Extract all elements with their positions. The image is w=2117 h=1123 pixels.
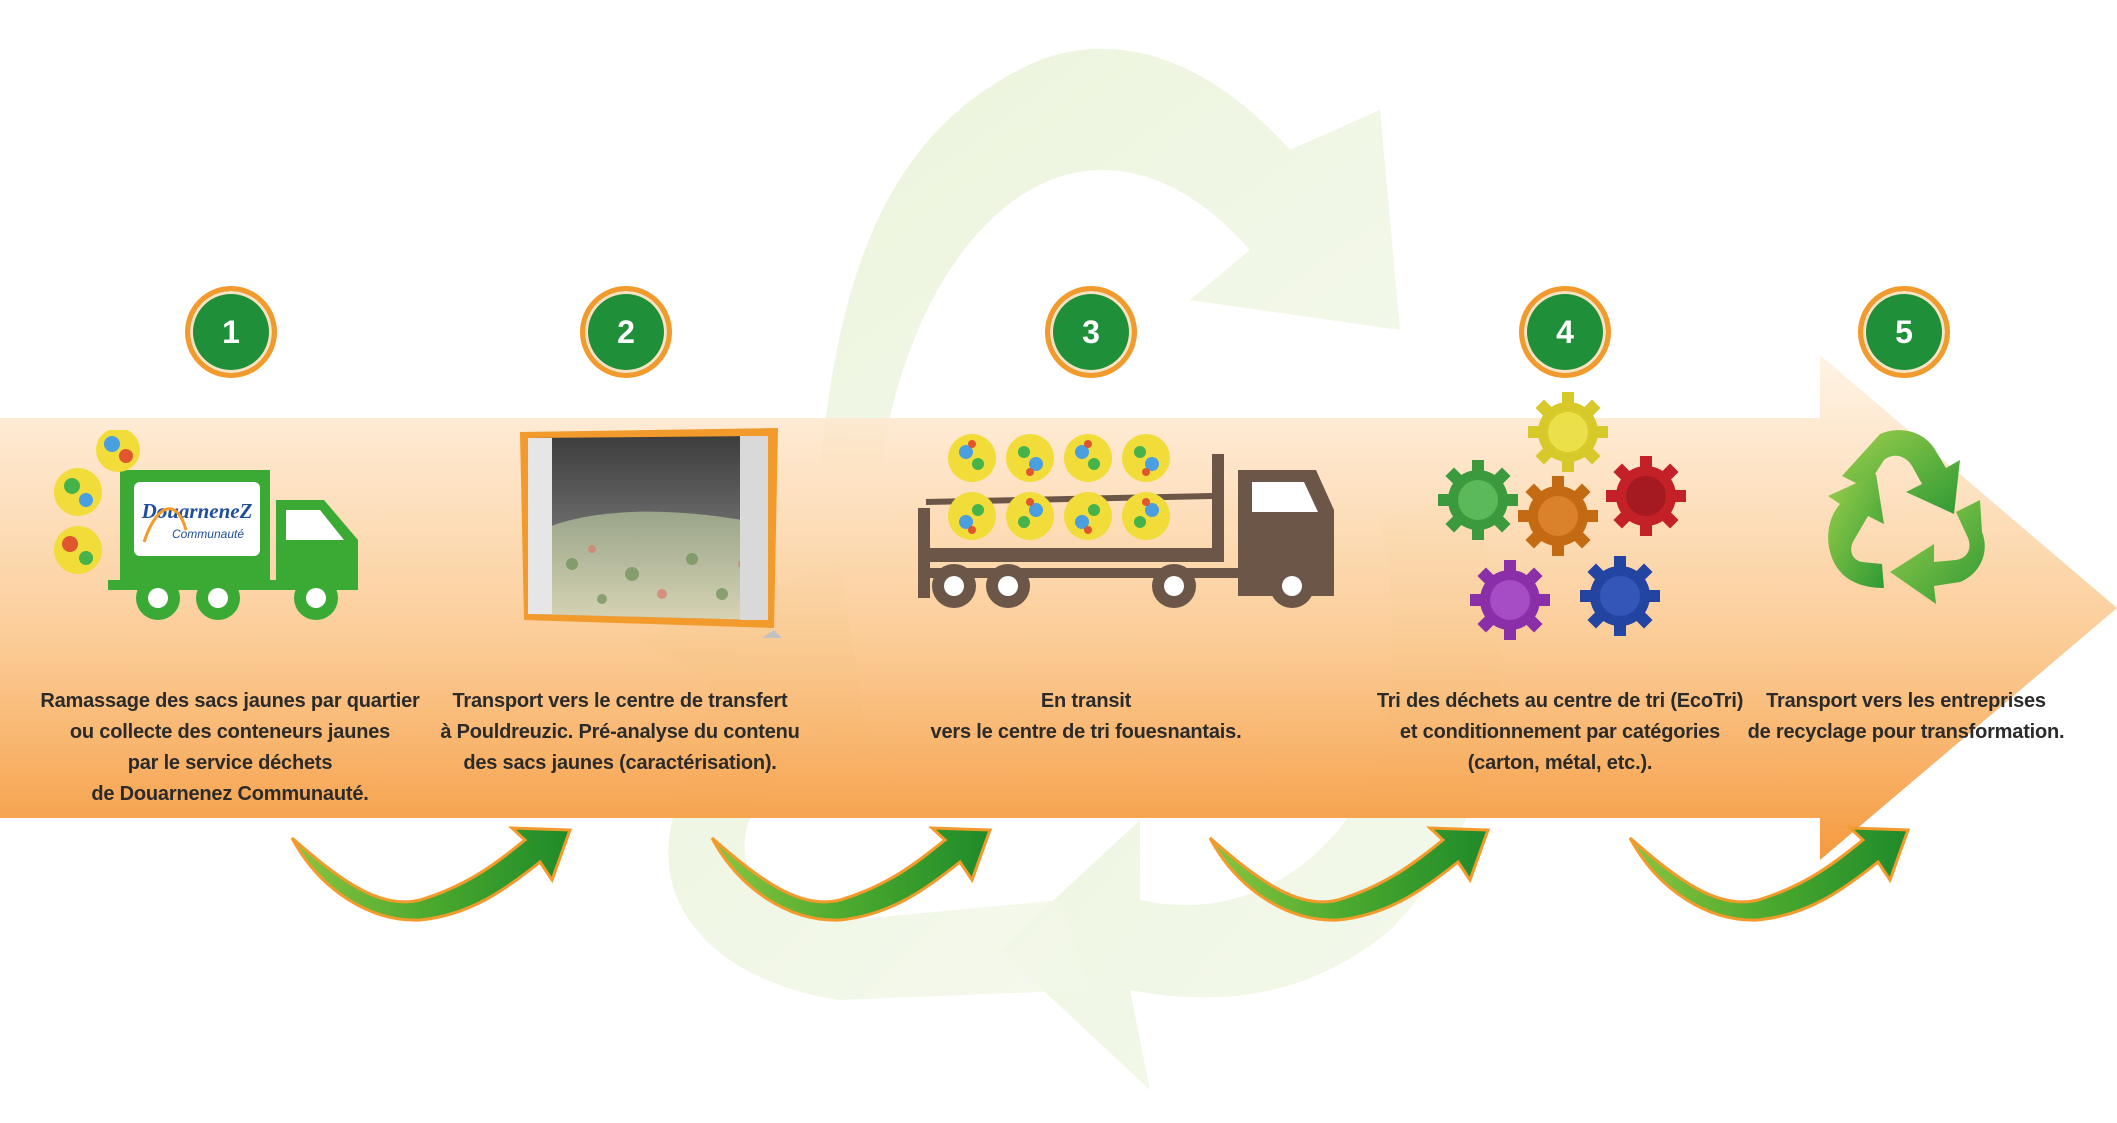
yellow-bags-icon: [54, 430, 140, 574]
collection-truck-icon: DouarneneZ Communauté: [54, 430, 358, 620]
step-number-badge: 2: [580, 286, 672, 378]
recycle-icon: [1828, 430, 1985, 604]
step-text-line: vers le centre de tri fouesnantais.: [930, 721, 1242, 743]
step-text-line: Transport vers le centre de transfert: [452, 690, 788, 712]
curved-arrow-icon: [1628, 826, 1911, 922]
step-text-line: à Pouldreuzic. Pré-analyse du contenu: [440, 721, 800, 743]
step-number-badge: 1: [185, 286, 277, 378]
logo-subtext: Communauté: [172, 527, 244, 541]
transfer-center-photo: [520, 428, 782, 638]
step-description: Transport vers le centre de transfert à …: [430, 686, 810, 779]
step-number-badge: 3: [1045, 286, 1137, 378]
step-text-line: par le service déchets: [127, 752, 333, 774]
curved-arrow-icon: [290, 826, 573, 922]
step-text-line: Transport vers les entreprises: [1766, 690, 2046, 712]
red-gear-icon: [1606, 456, 1686, 536]
step-text-line: et conditionnement par catégories: [1399, 721, 1721, 743]
step-text-line: (carton, métal, etc.).: [1467, 752, 1653, 774]
step-text-line: ou collecte des conteneurs jaunes: [69, 721, 391, 743]
purple-gear-icon: [1470, 560, 1550, 640]
logo-text: DouarneneZ: [141, 499, 253, 523]
step-text-line: de Douarnenez Communauté.: [91, 783, 369, 805]
step-description: Transport vers les entreprises de recycl…: [1716, 686, 2096, 748]
step-text-line: En transit: [1040, 690, 1132, 712]
step-text-line: Tri des déchets au centre de tri (EcoTri…: [1376, 690, 1744, 712]
curved-arrow-icon: [710, 826, 993, 922]
step-text-line: Ramassage des sacs jaunes par quartier: [40, 690, 420, 712]
step-description: En transit vers le centre de tri fouesna…: [896, 686, 1276, 748]
yellow-gear-icon: [1528, 392, 1608, 472]
step-description: Tri des déchets au centre de tri (EcoTri…: [1370, 686, 1750, 779]
step-text-line: de recyclage pour transformation.: [1747, 721, 2065, 743]
green-gear-icon: [1438, 460, 1518, 540]
transport-truck-icon: [918, 434, 1334, 608]
step-description: Ramassage des sacs jaunes par quartier o…: [40, 686, 420, 810]
sorting-gears-icon: [1438, 392, 1686, 640]
step-number-badge: 5: [1858, 286, 1950, 378]
curved-arrow-icon: [1208, 826, 1491, 922]
step-text-line: des sacs jaunes (caractérisation).: [463, 752, 777, 774]
yellow-bags-icon: [948, 434, 1170, 540]
orange-gear-icon: [1518, 476, 1598, 556]
step-number-badge: 4: [1519, 286, 1611, 378]
blue-gear-icon: [1580, 556, 1660, 636]
